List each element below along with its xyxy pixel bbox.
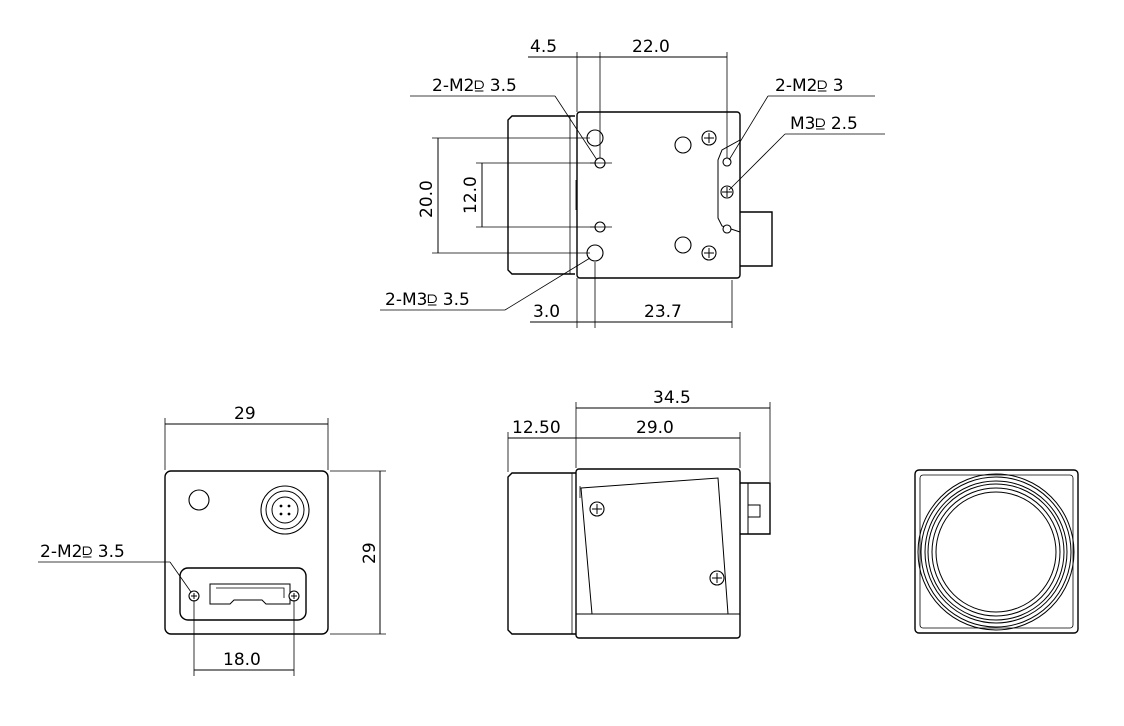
top-view: 4.5 22.0 20.0 12.0 2-M2⫒ 3.5 2-M2⫒ 3 M3⫒… — [380, 37, 885, 328]
callout-upper-right: 2-M2⫒ 3 — [775, 76, 844, 96]
front-view — [914, 469, 1079, 634]
screw-icon — [701, 130, 717, 146]
side-connector — [740, 482, 771, 535]
side-panel — [580, 477, 729, 615]
usb-plate — [179, 567, 307, 621]
dim-width-top: 22.0 — [632, 37, 670, 57]
callout-upper-left: 2-M2⫒ 3.5 — [432, 76, 517, 96]
screw-icon — [701, 245, 717, 261]
side-body — [575, 468, 741, 639]
rear-view: 29 29 18.0 2-M2⫒ 3.5 — [38, 404, 386, 676]
side-lens — [507, 472, 576, 635]
screw-icon — [188, 590, 200, 602]
dim-rear-height: 29 — [360, 542, 380, 564]
dim-rear-width: 29 — [234, 404, 256, 424]
callout-rear-left: 2-M2⫒ 3.5 — [40, 542, 125, 562]
dim-overall-length: 34.5 — [653, 388, 691, 408]
screw-icon — [709, 570, 725, 586]
dim-connector-span: 18.0 — [223, 650, 261, 670]
io-connector-icon — [260, 485, 310, 535]
dim-offset-bottom: 3.0 — [533, 302, 560, 322]
dim-vertical-outer: 20.0 — [417, 180, 437, 218]
callout-lower-left: 2-M3⫒ 3.5 — [385, 290, 470, 310]
dim-body-length: 29.0 — [636, 418, 674, 438]
front-body — [914, 469, 1079, 634]
dim-vertical-inner: 12.0 — [461, 176, 481, 214]
screw-icon — [288, 590, 300, 602]
dim-width-bottom: 23.7 — [644, 302, 682, 322]
dim-lens-length: 12.50 — [512, 418, 561, 438]
hole-lower-mid — [674, 236, 692, 254]
dim-offset-top: 4.5 — [530, 37, 557, 57]
hole-m2-right-lower — [722, 224, 732, 234]
rear-hole — [188, 489, 210, 511]
usb3-port-icon — [209, 583, 291, 605]
rear-body — [164, 470, 329, 635]
side-view: 34.5 12.50 29.0 — [507, 388, 771, 639]
top-connector — [740, 211, 773, 267]
hole-upper-mid — [674, 136, 692, 154]
top-camera-body — [576, 111, 741, 279]
callout-right-mid: M3⫒ 2.5 — [790, 114, 858, 134]
top-lens-barrel — [507, 115, 575, 275]
lens-mount-icon — [917, 473, 1075, 631]
screw-icon — [589, 501, 605, 517]
